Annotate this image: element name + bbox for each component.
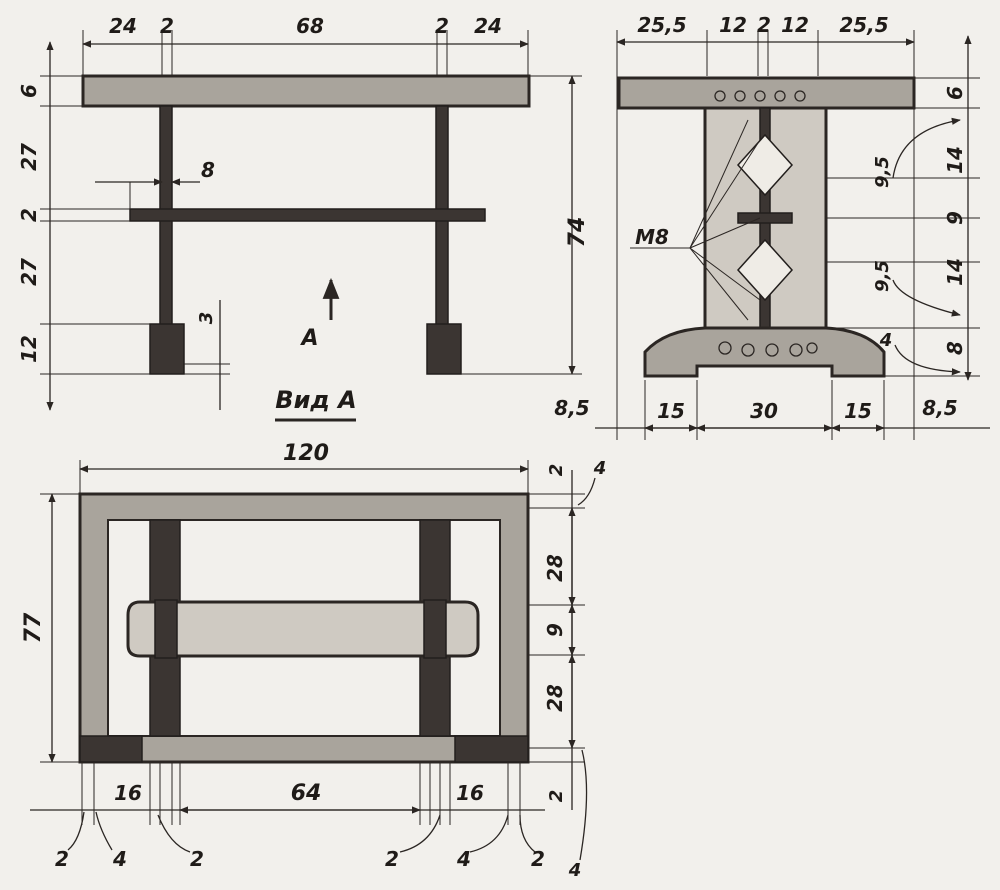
side-dim-15-right: 15 bbox=[844, 399, 872, 423]
side-bolt-leaders bbox=[630, 119, 761, 321]
side-dim-8-5-left: 8,5 bbox=[554, 396, 589, 420]
front-dim-2-right: 2 bbox=[435, 14, 449, 38]
plan-view: Вид А bbox=[21, 386, 606, 881]
plan-dim-120: 120 bbox=[283, 441, 329, 466]
plan-dim-4-bottom: 4 bbox=[568, 860, 582, 881]
side-dim-25-5-left: 25,5 bbox=[637, 13, 686, 37]
side-dim-4: 4 bbox=[879, 330, 893, 351]
front-dim-74: 74 bbox=[565, 217, 590, 248]
side-base bbox=[643, 326, 886, 378]
plan-bottom-edge bbox=[79, 735, 143, 763]
view-marker-a: A bbox=[299, 326, 318, 351]
side-dim-25-5-right: 25,5 bbox=[839, 13, 888, 37]
plan-dim-2-top: 2 bbox=[546, 464, 567, 477]
side-top-bolts bbox=[714, 90, 806, 102]
side-dim-12-right: 12 bbox=[781, 13, 809, 37]
side-dim-9-5-bottom: 9,5 bbox=[872, 260, 893, 292]
plan-left-clamp bbox=[154, 599, 178, 659]
front-dim-68: 68 bbox=[296, 14, 324, 38]
front-tabletop bbox=[81, 74, 531, 108]
plan-dim-2-bl2: 2 bbox=[190, 847, 204, 871]
side-dim-14-top: 14 bbox=[943, 146, 967, 174]
side-dim-2: 2 bbox=[757, 13, 771, 37]
plan-dim-2-bottom: 2 bbox=[546, 790, 567, 803]
plan-dim-64: 64 bbox=[291, 781, 322, 806]
side-dim-8-5-right: 8,5 bbox=[922, 396, 957, 420]
side-base-bolts bbox=[718, 341, 818, 357]
front-dim-3: 3 bbox=[196, 312, 217, 325]
front-right-foot bbox=[426, 323, 462, 375]
plan-center-beam bbox=[126, 600, 480, 658]
plan-dim-28-bottom: 28 bbox=[543, 684, 567, 712]
side-lower-diamond bbox=[736, 238, 794, 302]
side-dim-30: 30 bbox=[750, 399, 778, 423]
plan-dim-9: 9 bbox=[543, 623, 567, 637]
front-crossbar bbox=[129, 208, 486, 222]
front-dim-8: 8 bbox=[201, 158, 215, 182]
plan-dim-16-right: 16 bbox=[456, 781, 484, 805]
front-dim-27-top: 27 bbox=[17, 143, 41, 171]
front-dim-6: 6 bbox=[17, 84, 41, 98]
front-dim-27-bottom: 27 bbox=[17, 258, 41, 286]
front-dim-12: 12 bbox=[17, 335, 41, 363]
side-dim-8: 8 bbox=[943, 341, 967, 355]
side-view: 25,5 12 2 12 25,5 6 14 9 14 8 M8 9,5 9,5… bbox=[554, 13, 990, 440]
side-dim-14-bottom: 14 bbox=[943, 258, 967, 286]
side-dim-12-left: 12 bbox=[719, 13, 747, 37]
plan-dim-2-br: 2 bbox=[385, 847, 399, 871]
side-dim-9: 9 bbox=[943, 211, 967, 225]
plan-dim-4-br: 4 bbox=[456, 847, 471, 871]
plan-right-clamp bbox=[423, 599, 447, 659]
plan-dim-28-top: 28 bbox=[543, 554, 567, 582]
side-middle-bar bbox=[737, 212, 793, 224]
front-dim-2: 2 bbox=[17, 208, 41, 222]
side-dim-6: 6 bbox=[943, 86, 967, 100]
side-tabletop bbox=[617, 76, 916, 110]
plan-dim-2-br2: 2 bbox=[531, 847, 545, 871]
plan-dim-16-left: 16 bbox=[114, 781, 142, 805]
front-dim-2-left: 2 bbox=[160, 14, 174, 38]
side-dim-9-5-top: 9,5 bbox=[872, 156, 893, 188]
front-left-foot bbox=[149, 323, 185, 375]
plan-dim-4-top: 4 bbox=[593, 458, 607, 479]
plan-dim-77: 77 bbox=[21, 612, 46, 643]
bolt-label-m8: M8 bbox=[635, 225, 669, 249]
plan-caption: Вид А bbox=[275, 386, 356, 414]
front-view: 24 2 68 2 24 6 27 2 27 12 8 3 74 A bbox=[17, 14, 590, 411]
front-dim-24-right: 24 bbox=[474, 14, 502, 38]
plan-dim-2-bl: 2 bbox=[55, 847, 69, 871]
front-dim-24-left: 24 bbox=[109, 14, 137, 38]
plan-dim-4-bl: 4 bbox=[112, 847, 127, 871]
side-dim-15-left: 15 bbox=[657, 399, 685, 423]
side-upper-diamond bbox=[736, 133, 794, 197]
